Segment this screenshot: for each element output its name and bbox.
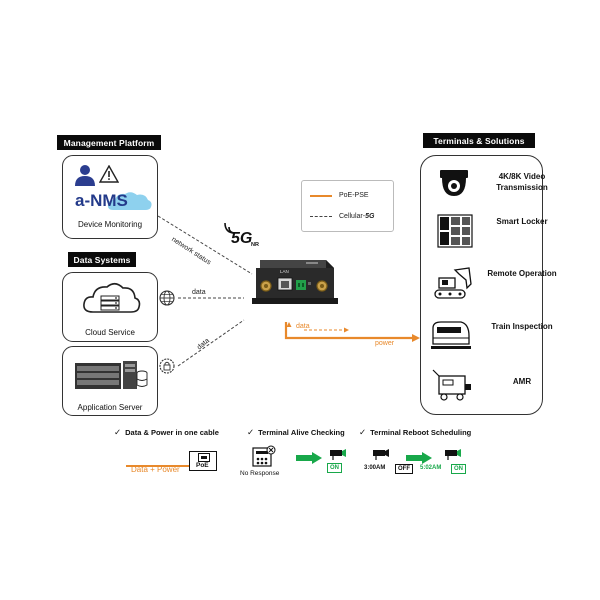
cloud-service-card[interactable]: Cloud Service — [62, 272, 158, 342]
ethernet-port-icon — [198, 453, 210, 462]
alive-check-device-icon — [252, 445, 276, 467]
terminal-remote-operation[interactable]: Remote Operation — [421, 266, 557, 318]
no-response-label: No Response — [240, 470, 280, 477]
device-monitoring-label: Device Monitoring — [77, 220, 143, 229]
legend-row-cellular: Cellular- 5G — [310, 213, 374, 220]
device-monitoring-card[interactable]: a-NMS Device Monitoring — [62, 155, 158, 239]
5g-text: 5G — [231, 230, 253, 247]
legend-poe-label: PoE-PSE — [339, 192, 369, 199]
line-legend: PoE-PSE Cellular- 5G — [301, 180, 394, 232]
legend-cellular-5g: 5G — [365, 213, 375, 220]
feature-alive-label: Alive Checking — [290, 428, 345, 437]
dome-camera-icon — [440, 170, 468, 196]
cloud-server-icon — [83, 282, 141, 313]
router-icon — [252, 260, 338, 304]
lan-label: LAN — [280, 269, 289, 274]
signal-waves-icon — [224, 222, 236, 234]
feature-alive-terminal: Terminal — [258, 428, 289, 437]
check-icon: ✓ — [359, 427, 367, 437]
nr-text: NR — [251, 242, 259, 248]
power-arrow — [412, 334, 420, 342]
cloud-service-label: Cloud Service — [85, 328, 135, 337]
camera-icon-2 — [445, 449, 461, 460]
terminals-panel: 4K/8K Video Transmission Smart Locker Re… — [420, 155, 557, 418]
data-label-router: data — [296, 323, 310, 330]
data-line-app — [177, 319, 245, 367]
globe-icon — [159, 290, 175, 306]
5g-nr-logo: 5G NR — [222, 222, 262, 254]
application-server-label: Application Server — [77, 403, 143, 412]
power-line — [284, 322, 412, 340]
warning-icon — [99, 165, 119, 183]
legend-poe-swatch — [310, 194, 332, 197]
terminal-label-remote: Remote Operation — [487, 269, 557, 278]
excavator-icon — [434, 267, 472, 299]
locker-icon — [437, 214, 473, 248]
a-nms-logo: a-NMS — [73, 190, 153, 212]
feature-reboot-terminal: Terminal — [370, 428, 401, 437]
cloud-shape-icon — [107, 192, 152, 210]
terminal-video-transmission[interactable]: 4K/8K Video Transmission — [421, 162, 548, 214]
5g-router-device: LAN — [248, 256, 344, 324]
legend-row-poe: PoE-PSE — [310, 192, 369, 199]
data-systems-header: Data Systems — [68, 252, 136, 267]
green-arrow-icon — [296, 452, 322, 464]
camera-icon-off — [373, 449, 389, 460]
terminals-solutions-header: Terminals & Solutions — [423, 133, 535, 148]
poe-label: PoE — [196, 462, 209, 469]
power-label: power — [375, 340, 395, 347]
legend-cellular-label: Cellular- — [339, 213, 366, 220]
time-off-label: 3:00AM — [364, 465, 386, 471]
robot-cart-icon — [432, 369, 471, 401]
status-on-badge-2: ON — [451, 464, 466, 474]
a-nms-logo-text: a-NMS — [75, 191, 128, 210]
data-label-top: data — [192, 289, 206, 296]
feature-reboot-scheduling: ✓ Terminal Reboot Scheduling — [359, 427, 471, 438]
application-server-card[interactable]: Application Server — [62, 346, 158, 416]
terminal-label-locker: Smart Locker — [496, 217, 548, 226]
terminal-train-inspection[interactable]: Train Inspection — [421, 316, 553, 368]
terminal-smart-locker[interactable]: Smart Locker — [421, 214, 548, 266]
terminal-label-video: 4K/8K Video Transmission — [496, 172, 548, 192]
feature-data-power: ✓ Data & Power in one cable — [114, 427, 219, 438]
camera-icon-1 — [330, 449, 346, 460]
user-icon — [75, 165, 95, 186]
network-status-line — [157, 215, 253, 275]
green-arrow-icon-2 — [406, 452, 432, 464]
server-rack-icon — [75, 361, 148, 389]
check-icon: ✓ — [114, 427, 122, 437]
terminal-label-amr: AMR — [512, 377, 532, 386]
terminal-amr[interactable]: AMR — [421, 366, 542, 418]
secure-globe-icon — [159, 358, 175, 374]
up-arrow — [286, 322, 292, 327]
feature-reboot-label: Reboot Scheduling — [402, 428, 472, 437]
poe-port-box: PoE — [189, 451, 217, 471]
feature-data-power-label: Data & Power in one cable — [125, 428, 219, 437]
terminal-label-train: Train Inspection — [491, 322, 553, 331]
time-on-label: 5:02AM — [420, 465, 442, 471]
status-on-badge-1: ON — [327, 463, 342, 473]
data-power-label: Data + Power — [131, 465, 180, 474]
status-off-badge: OFF — [395, 464, 413, 474]
check-icon: ✓ — [247, 427, 255, 437]
data-power-cable — [126, 465, 196, 467]
train-icon — [431, 321, 471, 349]
data-router-arrow — [344, 327, 349, 333]
management-platform-header: Management Platform — [57, 135, 161, 150]
legend-cellular-swatch — [310, 216, 332, 217]
feature-alive-checking: ✓ Terminal Alive Checking — [247, 427, 345, 438]
